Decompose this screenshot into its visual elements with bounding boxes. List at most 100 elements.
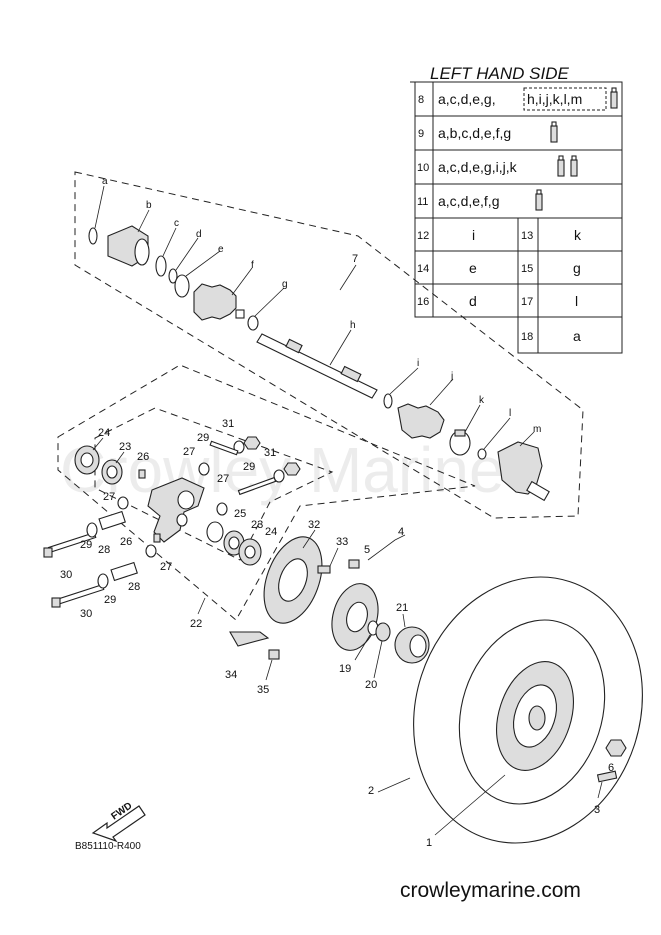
callout-28a: 28 bbox=[98, 544, 110, 556]
callout-27c: 27 bbox=[217, 473, 229, 485]
callout-26a: 26 bbox=[137, 451, 149, 463]
letter-l: l bbox=[509, 408, 511, 419]
grease-tube-icon bbox=[610, 87, 618, 109]
table-row-17-number: 17 bbox=[521, 296, 533, 308]
callout-31b: 31 bbox=[264, 447, 276, 459]
callout-23a: 23 bbox=[119, 441, 131, 453]
watermark: Crowley Marine bbox=[60, 434, 505, 506]
clip-c bbox=[155, 255, 167, 277]
grease-tube-icon bbox=[557, 155, 565, 177]
grease-tube-icon bbox=[570, 155, 578, 177]
table-row-11-contents: a,c,d,e,f,g bbox=[438, 193, 499, 209]
brake-hub-assembly: 32 33 5 4 19 20 21 34 35 bbox=[225, 519, 430, 696]
table-row-11-number: 11 bbox=[417, 196, 428, 208]
grease-nipple-26 bbox=[138, 469, 146, 479]
valve-3 bbox=[596, 770, 618, 783]
table-row-13-value: k bbox=[574, 227, 582, 243]
boot-f bbox=[193, 283, 237, 321]
letter-m: m bbox=[533, 424, 541, 435]
letter-e: e bbox=[218, 244, 224, 255]
callout-20: 20 bbox=[365, 679, 377, 691]
nut-31 bbox=[283, 462, 301, 476]
bolt-33 bbox=[317, 565, 331, 574]
wheel-assembly: 2 1 6 3 bbox=[368, 576, 643, 849]
washer-29 bbox=[97, 573, 109, 589]
letter-c: c bbox=[174, 218, 179, 229]
callout-24b: 24 bbox=[265, 526, 277, 538]
table-row-8-contents: a,c,d,e,g, bbox=[438, 91, 496, 107]
callout-27a: 27 bbox=[183, 446, 195, 458]
fwd-arrow-icon: FWD bbox=[91, 800, 146, 843]
callout-27b: 27 bbox=[103, 491, 115, 503]
nut-20 bbox=[375, 622, 391, 642]
callout-31a: 31 bbox=[222, 418, 234, 430]
table-row-10-number: 10 bbox=[417, 162, 429, 174]
parts-kit-table: LEFT HAND SIDE 8 a,c,d,e,g, h,i,j,k,l,m … bbox=[410, 64, 623, 354]
callout-28b: 28 bbox=[128, 581, 140, 593]
bolt-35 bbox=[268, 649, 280, 660]
callout-34: 34 bbox=[225, 669, 237, 681]
callout-6: 6 bbox=[608, 762, 614, 774]
table-row-18-value: a bbox=[573, 328, 581, 344]
table-row-14-value: e bbox=[469, 260, 477, 276]
callout-26b: 26 bbox=[120, 536, 132, 548]
shaft-h bbox=[256, 333, 378, 399]
ring-l bbox=[477, 448, 487, 460]
letter-h: h bbox=[350, 320, 356, 331]
callout-29d: 29 bbox=[104, 594, 116, 606]
callout-5: 5 bbox=[364, 544, 370, 556]
collar-27 bbox=[216, 502, 228, 516]
wheel-nut-6 bbox=[605, 739, 627, 757]
callout-33: 33 bbox=[336, 536, 348, 548]
callout-4: 4 bbox=[398, 526, 404, 538]
website-footer: crowleymarine.com bbox=[400, 879, 581, 902]
table-row-18-number: 18 bbox=[521, 331, 533, 343]
grease-tube-icon bbox=[550, 121, 558, 143]
table-row-12-value: i bbox=[472, 227, 475, 243]
callout-1: 1 bbox=[426, 837, 432, 849]
guard-34 bbox=[229, 631, 270, 647]
callout-2: 2 bbox=[368, 785, 374, 797]
grease-tube-icon bbox=[535, 189, 543, 211]
table-row-9-contents: a,b,c,d,e,f,g bbox=[438, 125, 511, 141]
letter-g: g bbox=[282, 279, 288, 290]
drive-shaft-assembly: 7 a b c d e f g h bbox=[74, 171, 584, 519]
callout-19: 19 bbox=[339, 663, 351, 675]
knuckle-assembly: 22 24 23 26 27 27 27 27 26 25 23 bbox=[43, 364, 476, 630]
table-row-16-value: d bbox=[469, 293, 477, 309]
boot-j bbox=[397, 403, 445, 439]
callout-23b: 23 bbox=[251, 519, 263, 531]
band-g bbox=[247, 315, 259, 331]
collar-28 bbox=[110, 561, 138, 582]
callout-29b: 29 bbox=[243, 461, 255, 473]
callout-27d: 27 bbox=[160, 561, 172, 573]
callout-30b: 30 bbox=[80, 608, 92, 620]
letter-j: j bbox=[450, 371, 453, 382]
callout-35: 35 bbox=[257, 684, 269, 696]
grease-nipple-26 bbox=[153, 533, 161, 543]
nut-31 bbox=[243, 436, 261, 450]
callout-29a: 29 bbox=[197, 432, 209, 444]
table-row-13-number: 13 bbox=[521, 230, 533, 242]
diagram-code: B851110-R400 bbox=[75, 841, 141, 852]
letter-d: d bbox=[196, 229, 202, 240]
washer-29 bbox=[273, 469, 285, 483]
collar-28 bbox=[98, 510, 126, 531]
circlip-a bbox=[88, 227, 98, 245]
table-row-15-number: 15 bbox=[521, 263, 533, 275]
table-row-14-number: 14 bbox=[417, 263, 429, 275]
letter-b: b bbox=[146, 200, 152, 211]
bolt-30 bbox=[55, 583, 105, 605]
callout-21: 21 bbox=[396, 602, 408, 614]
table-row-9-number: 9 bbox=[418, 128, 424, 140]
letter-k: k bbox=[479, 395, 485, 406]
table-row-8-boxed-contents: h,i,j,k,l,m bbox=[527, 91, 582, 107]
letter-i: i bbox=[417, 358, 419, 369]
callout-24a: 24 bbox=[98, 427, 110, 439]
callout-29c: 29 bbox=[80, 539, 92, 551]
callout-3: 3 bbox=[594, 804, 600, 816]
table-row-15-value: g bbox=[573, 260, 581, 276]
callout-30a: 30 bbox=[60, 569, 72, 581]
collar-27 bbox=[198, 462, 210, 476]
